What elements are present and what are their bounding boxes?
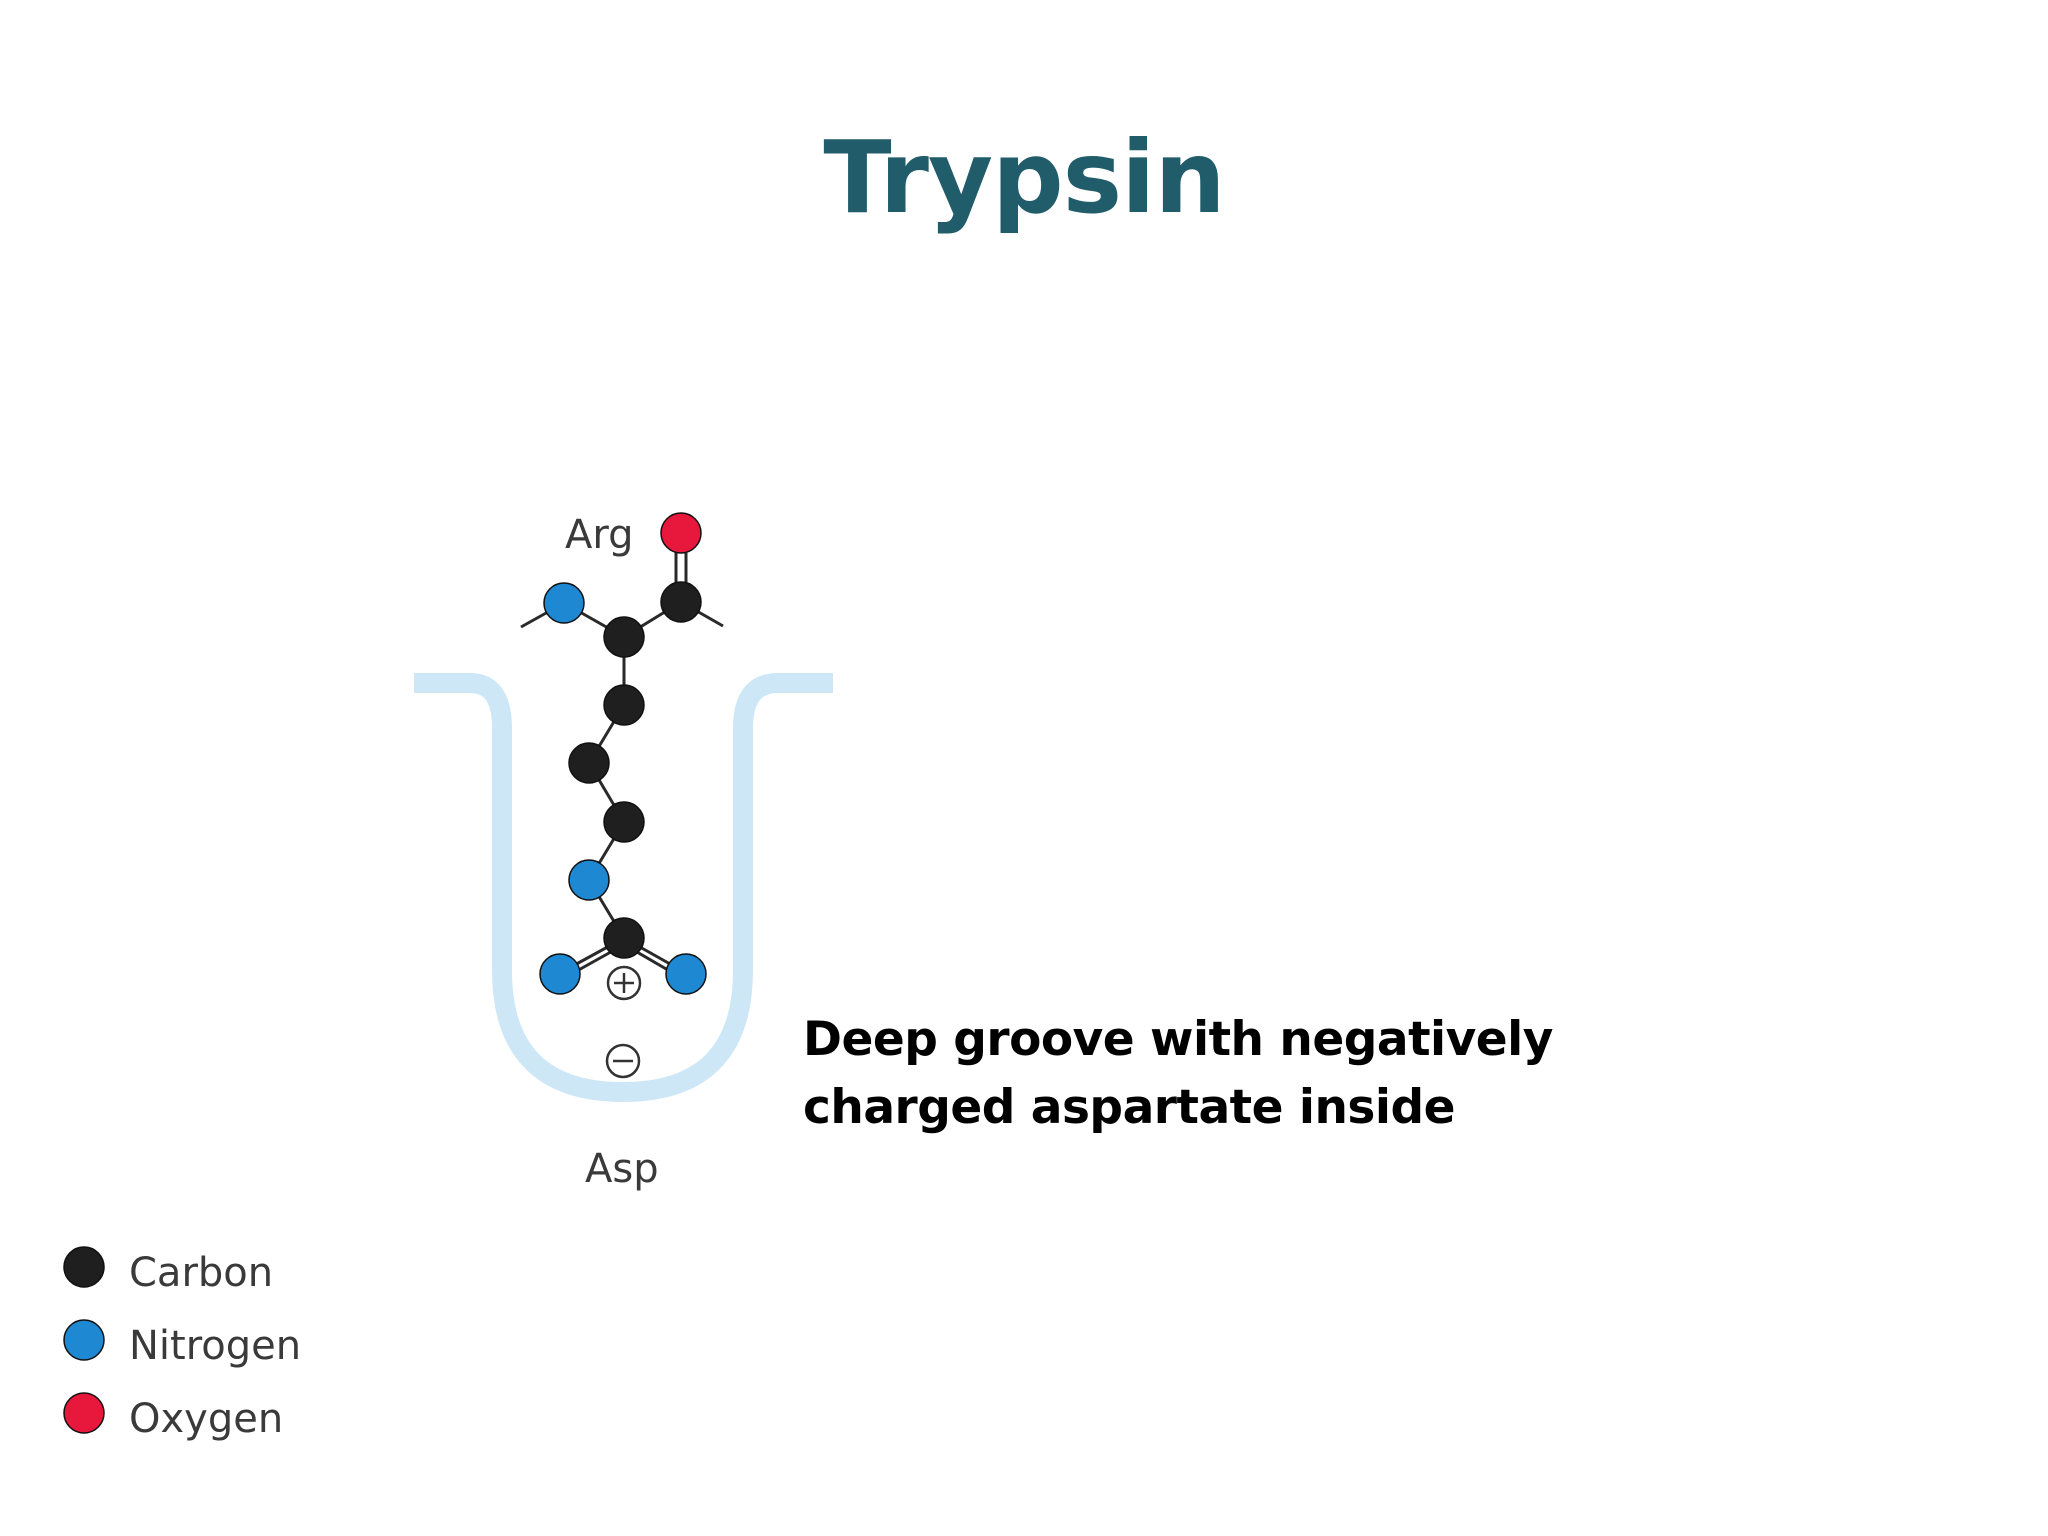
- charges: [605, 965, 642, 1079]
- caption-line: charged aspartate inside: [803, 1080, 1456, 1135]
- oxygen-atom: [660, 512, 702, 554]
- residue-label-arg: Arg: [565, 512, 634, 558]
- legend-nitrogen-icon: [63, 1319, 105, 1361]
- binding-groove: [414, 673, 833, 1102]
- caption: Deep groove with negatively charged aspa…: [803, 1006, 1563, 1142]
- nitrogen-atom-eta2: [665, 953, 707, 995]
- carbon-atom-carbonyl: [660, 581, 702, 623]
- caption-line: Deep groove with negatively: [803, 1012, 1553, 1067]
- carbon-atom-beta: [603, 684, 645, 726]
- carbon-atom-alpha: [603, 616, 645, 658]
- carbon-atom-gamma: [568, 742, 610, 784]
- legend-oxygen-icon: [63, 1392, 105, 1434]
- legend: Carbon Nitrogen Oxygen: [63, 1246, 301, 1442]
- residue-label-asp: Asp: [585, 1146, 659, 1192]
- nitrogen-atom-eta1: [539, 953, 581, 995]
- carbon-atom-zeta: [603, 917, 645, 959]
- legend-label-carbon: Carbon: [129, 1250, 273, 1296]
- legend-carbon-icon: [63, 1246, 105, 1288]
- nitrogen-atom-backbone: [543, 582, 585, 624]
- slide-title: Trypsin: [823, 119, 1225, 236]
- atoms: [539, 512, 707, 995]
- legend-label-nitrogen: Nitrogen: [129, 1323, 301, 1369]
- legend-label-oxygen: Oxygen: [129, 1396, 283, 1442]
- carbon-atom-delta: [603, 801, 645, 843]
- nitrogen-atom-epsilon: [568, 859, 610, 901]
